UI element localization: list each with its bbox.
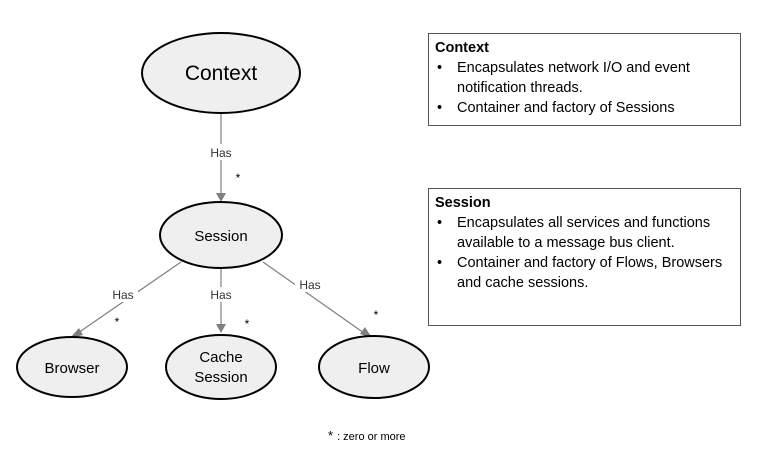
context-bullet: Encapsulates network I/O and event notif… bbox=[435, 58, 734, 98]
node-session: Session bbox=[159, 201, 283, 269]
context-box-title: Context bbox=[435, 40, 489, 56]
session-bullet: Encapsulates all services and functions … bbox=[435, 213, 734, 253]
node-cache-session-label-line2: Session bbox=[194, 369, 247, 386]
node-context: Context bbox=[141, 32, 301, 114]
session-bullet-list: Encapsulates all services and functions … bbox=[435, 213, 734, 293]
node-cache-session: Cache Session bbox=[165, 334, 277, 400]
context-info-box: Context Encapsulates network I/O and eve… bbox=[428, 33, 741, 126]
legend-symbol: * bbox=[328, 428, 334, 443]
arrowhead-browser bbox=[70, 328, 83, 338]
multiplicity-marker: * bbox=[245, 317, 250, 331]
node-cache-session-label-line1: Cache bbox=[199, 349, 242, 366]
multiplicity-marker: * bbox=[374, 308, 379, 322]
session-info-box: Session Encapsulates all services and fu… bbox=[428, 188, 741, 326]
context-bullet-list: Encapsulates network I/O and event notif… bbox=[435, 58, 734, 118]
edge-label-has: Has bbox=[112, 288, 133, 302]
edge-label-has: Has bbox=[210, 146, 231, 160]
arrowhead-session bbox=[216, 193, 226, 202]
edge-label-has: Has bbox=[299, 278, 320, 292]
multiplicity-marker: * bbox=[236, 171, 241, 185]
session-bullet: Container and factory of Flows, Browsers… bbox=[435, 253, 734, 293]
node-browser-label: Browser bbox=[44, 360, 99, 377]
edge-label-has: Has bbox=[210, 288, 231, 302]
node-context-label: Context bbox=[185, 62, 258, 85]
legend-text: : zero or more bbox=[337, 431, 406, 443]
session-box-title: Session bbox=[435, 195, 491, 211]
arrowhead-cache bbox=[216, 324, 226, 333]
edge-session-flow bbox=[262, 261, 365, 334]
node-browser: Browser bbox=[16, 336, 128, 398]
node-session-label: Session bbox=[194, 228, 247, 245]
legend: *: zero or more bbox=[328, 428, 406, 443]
multiplicity-marker: * bbox=[115, 315, 120, 329]
node-flow-label: Flow bbox=[358, 360, 390, 377]
context-bullet: Container and factory of Sessions bbox=[435, 98, 734, 118]
node-flow: Flow bbox=[318, 335, 430, 399]
